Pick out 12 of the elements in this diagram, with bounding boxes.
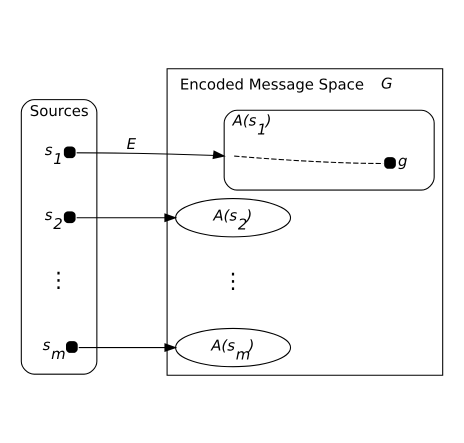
node-label: g	[398, 151, 408, 170]
label: ⋮	[222, 268, 244, 294]
label: ⋮	[48, 267, 70, 292]
node-circle	[384, 156, 396, 168]
arrow	[76, 150, 226, 159]
arrow	[76, 212, 178, 222]
connector	[234, 155, 384, 164]
edge-label: E	[126, 134, 136, 152]
node-circle	[64, 210, 76, 223]
arrow	[78, 342, 178, 352]
node-circle	[64, 146, 76, 158]
node-circle	[66, 340, 78, 352]
